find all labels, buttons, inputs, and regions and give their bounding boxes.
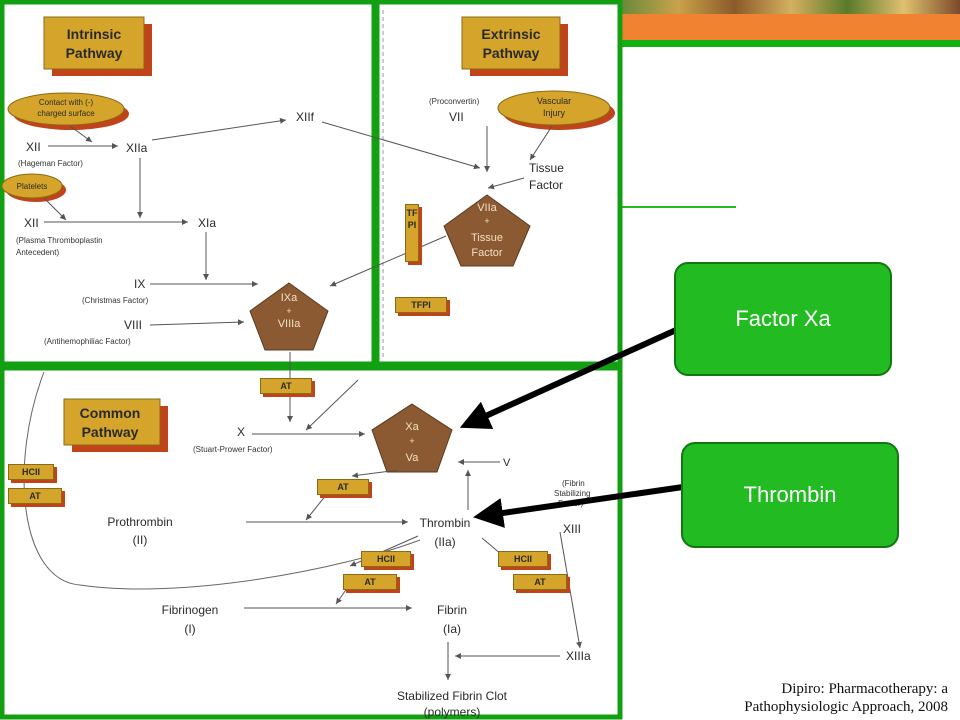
factor-xa-callout: Factor Xa [674,262,892,376]
hcii-tag-left: HCII [8,464,54,480]
at-tag-left: AT [8,488,62,504]
extrinsic-title-box: Extrinsic Pathway [461,16,568,76]
intrinsic-title-box: Intrinsic Pathway [43,16,152,76]
prothrombin-line2: (II) [133,533,148,547]
banner-photo-strip [622,0,960,14]
at-tag-xiii: AT [513,574,567,590]
tissue-factor-line2: Factor [529,178,563,192]
factor-vii: VII [449,110,464,124]
factor-xiii: XIII [563,522,581,536]
cascade-arrows [43,117,582,680]
factor-xii-1: XII [26,140,41,154]
factor-xiif: XIIf [296,110,315,124]
hcii-tag-thrombin: HCII [361,551,411,567]
clot-line1: Stabilized Fibrin Clot [397,689,508,703]
tfpi-vertical-tag: TFPI [405,204,419,262]
thrombin-callout: Thrombin [681,442,899,548]
at-tag-xa: AT [317,479,369,495]
citation: Dipiro: Pharmacotherapy: a Pathophysiolo… [744,680,948,716]
at-tag-fibrinogen: AT [343,574,397,590]
factor-xiiia: XIIIa [566,649,591,663]
pta-label-line2: Antecedent) [16,248,59,257]
christmas-label: (Christmas Factor) [82,296,149,305]
thrombin-line1: Thrombin [420,516,471,530]
svg-text:Injury: Injury [543,108,566,118]
callout-arrows [459,327,684,528]
factor-v: V [503,457,511,469]
antihemophiliac-label: (Antihemophiliac Factor) [44,337,131,346]
banner-orange-bar [622,14,960,40]
fibrinogen-line2: (I) [184,622,195,636]
proconvertin-label: (Proconvertin) [429,97,480,106]
intrinsic-title-line1: Intrinsic [67,26,122,42]
pta-label-line1: (Plasma Thromboplastin [16,236,103,245]
factor-xiia: XIIa [126,141,148,155]
pentagon-xa-va: Xa + Va [371,403,453,473]
extrinsic-title-line2: Pathway [483,45,540,61]
platelets-oval: Platelets [1,173,66,202]
factor-xia: XIa [198,216,216,230]
tfpi-tag: TFPI [395,297,447,313]
svg-text:+: + [286,306,291,316]
svg-text:Vascular: Vascular [537,96,571,106]
common-title-line1: Common [80,405,141,421]
common-title-line2: Pathway [82,424,139,440]
pentagon-viia-tissue-factor: VIIa + Tissue Factor [443,194,531,267]
svg-text:VIIIa: VIIIa [278,318,302,330]
fsf-line1: (Fibrin [562,479,585,488]
contact-oval: Contact with (-) charged surface [7,92,129,130]
factor-viii: VIII [124,318,142,332]
citation-line1: Dipiro: Pharmacotherapy: a [781,681,948,697]
at-tag-ixa: AT [260,378,312,394]
vascular-injury-oval: Vascular Injury [497,90,615,130]
intrinsic-panel [0,0,377,367]
fibrin-line2: (Ia) [443,622,461,636]
thrombin-line2: (IIa) [434,535,455,549]
svg-text:Va: Va [406,452,420,464]
common-panel [0,365,623,720]
hcii-tag-xiii: HCII [498,551,548,567]
svg-text:Contact with (-): Contact with (-) [39,98,94,107]
hageman-label: (Hageman Factor) [18,159,83,168]
fibrin-line1: Fibrin [437,603,467,617]
svg-text:VIIa: VIIa [477,202,497,214]
svg-text:Factor: Factor [471,247,503,259]
extrinsic-title-line1: Extrinsic [481,26,540,42]
fibrinogen-line1: Fibrinogen [162,603,219,617]
factor-xii-2: XII [24,216,39,230]
svg-text:Tissue: Tissue [471,232,503,244]
svg-text:charged surface: charged surface [37,109,95,118]
tissue-factor-line1: Tissue [529,161,564,175]
svg-text:Xa: Xa [405,421,419,433]
svg-text:IXa: IXa [281,292,298,304]
svg-text:+: + [484,216,489,226]
prothrombin-line1: Prothrombin [107,515,172,529]
fsf-line2: Stabilizing [554,489,590,498]
green-underline [622,206,736,208]
stuart-label: (Stuart-Prower Factor) [193,445,273,454]
extrinsic-panel [374,0,623,367]
banner-green-bar [622,40,960,47]
citation-line2: Pathophysiologic Approach, 2008 [744,699,948,715]
factor-x: X [237,425,245,439]
common-title-box: Common Pathway [63,398,168,452]
factor-ix: IX [134,277,145,291]
clot-line2: (polymers) [424,705,481,719]
svg-text:+: + [409,436,414,446]
svg-text:Platelets: Platelets [17,182,48,191]
intrinsic-title-line2: Pathway [66,45,123,61]
pentagon-ixa-viiia: IXa + VIIIa [249,282,329,351]
